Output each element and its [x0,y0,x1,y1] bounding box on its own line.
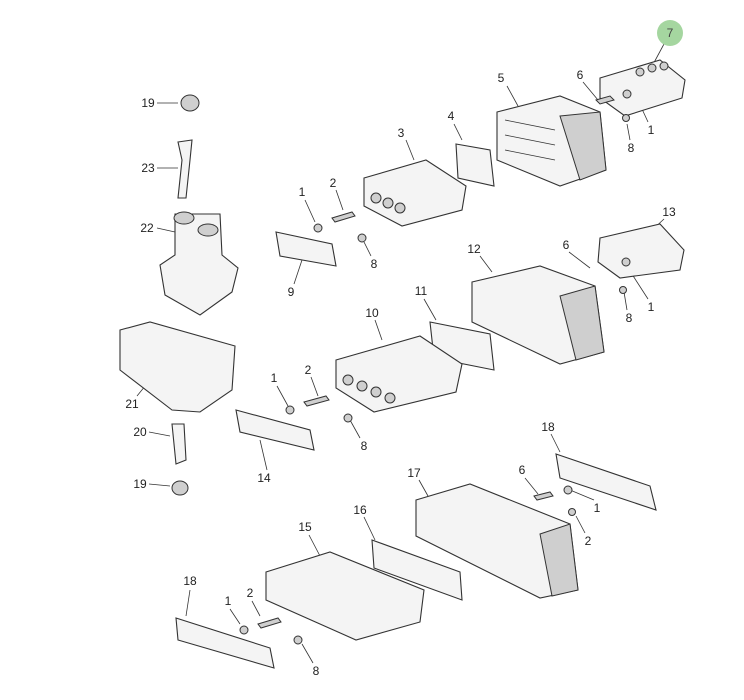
part-label: 1 [270,371,278,385]
part-label: 1 [647,300,655,314]
part-label: 2 [246,586,254,600]
part-label: 1 [298,185,306,199]
part-label: 20 [133,425,147,439]
part-label: 8 [370,257,378,271]
part-label: 8 [625,311,633,325]
part-label: 14 [257,471,271,485]
part-label: 16 [353,503,367,517]
part-label: 10 [365,306,379,320]
part-label: 2 [329,176,337,190]
part-label: 18 [541,420,555,434]
part-label: 19 [141,96,155,110]
part-label: 15 [298,520,312,534]
part-label: 18 [183,574,197,588]
part-label: 2 [304,363,312,377]
part-label: 8 [360,439,368,453]
callout-label: 7 [666,26,674,40]
highlighted-callout-7[interactable]: 7 [657,20,683,46]
part-label: 12 [467,242,481,256]
part-label: 22 [140,221,154,235]
part-label: 1 [224,594,232,608]
part-label: 2 [584,534,592,548]
part-shapes [119,59,686,669]
part-label: 11 [414,284,428,298]
part-label: 21 [125,397,139,411]
part-label: 19 [133,477,147,491]
part-label: 1 [593,501,601,515]
part-label: 5 [497,71,505,85]
part-label: 1 [647,123,655,137]
part-label: 3 [397,126,405,140]
part-label: 17 [407,466,421,480]
leader-lines [136,43,665,664]
part-label: 6 [518,463,526,477]
part-label: 6 [576,68,584,82]
part-label: 8 [312,664,320,678]
part-label: 9 [287,285,295,299]
part-label: 13 [662,205,676,219]
part-label: 23 [141,161,155,175]
part-label: 4 [447,109,455,123]
part-label: 8 [627,141,635,155]
part-label: 6 [562,238,570,252]
